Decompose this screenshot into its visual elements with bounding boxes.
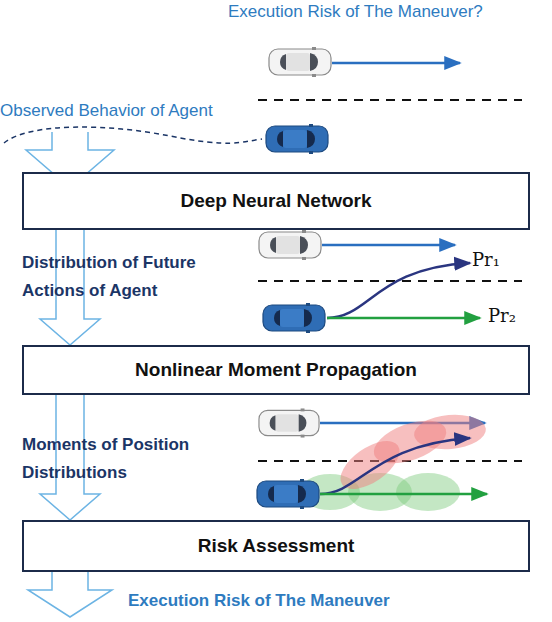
position-ellipse <box>396 473 460 511</box>
output-label: Execution Risk of The Maneuver <box>128 591 390 611</box>
motion-arrow <box>332 62 460 65</box>
keep-lane-trajectory <box>320 493 487 496</box>
lane-divider <box>258 280 522 282</box>
flow-arrow <box>40 395 100 520</box>
agent-car <box>263 303 325 333</box>
lane-change-trajectory <box>327 263 470 318</box>
other-car <box>259 230 321 260</box>
question-label: Execution Risk of The Maneuver? <box>228 2 483 22</box>
other-car <box>259 408 319 437</box>
probability-label: Pr₂ <box>488 305 516 326</box>
motion-arrow <box>322 244 455 247</box>
input-label: Observed Behavior of Agent <box>0 101 213 121</box>
box-title: Risk Assessment <box>198 535 355 557</box>
agent-car <box>257 479 319 509</box>
keep-lane-trajectory <box>327 317 480 320</box>
box-title: Deep Neural Network <box>180 190 371 212</box>
output-arrow <box>28 572 112 617</box>
lane-change-trajectory <box>320 438 470 494</box>
lane-divider <box>258 99 522 101</box>
observed-trajectory <box>4 127 262 143</box>
other-car <box>269 47 331 77</box>
process-box: Deep Neural Network <box>22 172 530 230</box>
flow-label: Moments of Position Distributions <box>22 431 237 487</box>
flow-label: Distribution of Future Actions of Agent <box>22 249 237 305</box>
process-box: Risk Assessment <box>22 520 530 572</box>
agent-car <box>266 124 328 154</box>
box-title: Nonlinear Moment Propagation <box>135 359 417 381</box>
process-box: Nonlinear Moment Propagation <box>22 345 530 395</box>
probability-label: Pr₁ <box>472 249 500 270</box>
